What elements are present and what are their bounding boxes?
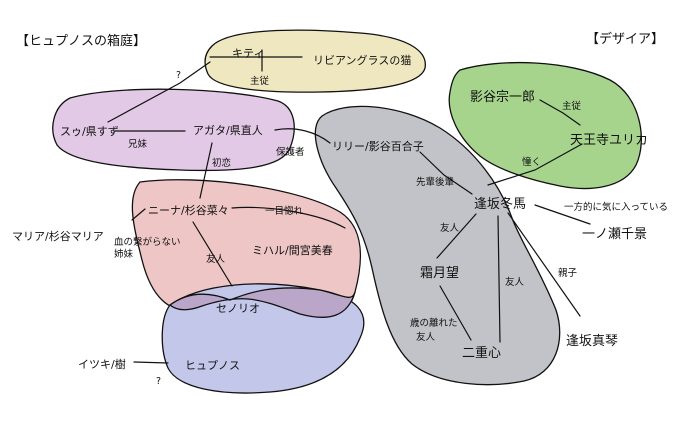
node-nina: ニーナ/杉谷菜々	[148, 203, 229, 217]
edge-label-longing: 憧く	[522, 156, 541, 168]
edge-label-master-servant-1: 主従	[250, 75, 270, 87]
edge-label-love-at-first-sight: 一目惚れ	[265, 205, 304, 217]
node-agata: アガタ/県直人	[193, 123, 263, 137]
edge-label-senior-junior: 先輩後輩	[416, 176, 454, 188]
edge-label-guardian: 保護者	[276, 146, 305, 158]
node-hypnos: ヒュプノス	[185, 359, 240, 372]
node-kotoha: 逢坂真琴	[566, 334, 618, 349]
node-ichinose: 一ノ瀬千景	[582, 227, 647, 242]
node-sumire: スゥ/県すず	[60, 125, 119, 138]
node-soumoku: 霜月望	[420, 265, 459, 281]
edge-label-friend-1: 友人	[206, 253, 226, 265]
kitty-group-blob	[204, 29, 426, 93]
node-itsuki: イツキ/樹	[78, 358, 126, 371]
kageya-group-blob	[448, 61, 642, 190]
edge-label-blood-sisters-2: 姉妹	[114, 248, 134, 260]
title-right: 【デザイア】	[586, 31, 664, 47]
edge-lines	[107, 49, 591, 364]
node-kageya: 影谷宗一郎	[470, 89, 535, 105]
edge-label-age-gap-2: 友人	[416, 331, 436, 343]
node-nijyu: 二重心	[462, 345, 501, 361]
node-senorio: セノリオ	[216, 302, 260, 315]
edge-label-blood-sisters-1: 血の繋がらない	[114, 236, 181, 248]
edge-label-master-servant-2: 主従	[562, 100, 582, 112]
edge-label-siblings: 兄妹	[128, 138, 148, 150]
edge-label-friend-2: 友人	[440, 222, 460, 234]
node-miharu: ミハル/間宮美春	[252, 243, 333, 257]
edge-label-first-love: 初恋	[212, 157, 231, 169]
title-left: 【ヒュプノスの箱庭】	[16, 33, 146, 49]
node-libyan-cat: リビアングラスの猫	[313, 53, 411, 67]
edge-label-age-gap-1: 歳の離れた	[410, 317, 458, 329]
node-tohma: 逢坂冬馬	[474, 196, 526, 212]
sumire-group-blob	[52, 88, 295, 172]
edge-label-parent-child: 親子	[558, 267, 578, 279]
edge-label-one-sided: 一方的に気に入っている	[564, 201, 668, 213]
edge-label-friend-3: 友人	[505, 276, 525, 288]
edge-label-unknown-1: ?	[176, 70, 181, 81]
node-kitty: キティ	[232, 47, 264, 60]
lily-group-blob	[314, 105, 561, 386]
nina-hypnos-overlap	[168, 287, 356, 318]
node-lily: リリー/影谷百合子	[332, 139, 424, 153]
node-maria: マリア/杉谷マリア	[12, 229, 104, 243]
edge-label-unknown-2: ?	[156, 376, 161, 387]
node-tennoji: 天王寺ユリカ	[570, 133, 648, 148]
